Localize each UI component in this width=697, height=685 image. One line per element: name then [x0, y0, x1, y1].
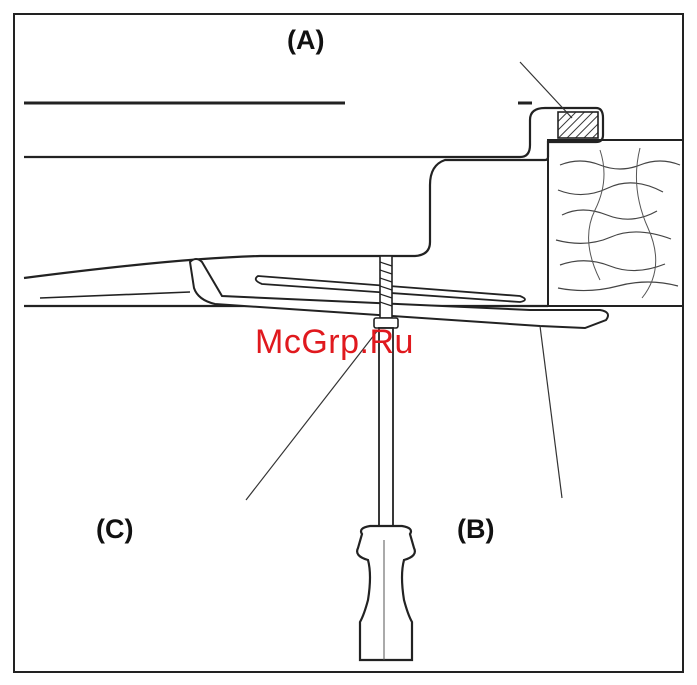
seal-gasket [558, 112, 598, 138]
callout-label-a: (A) [287, 27, 324, 54]
worktop [548, 140, 683, 306]
callout-label-b: (B) [457, 516, 494, 543]
callout-label-c: (C) [96, 516, 133, 543]
leader-line-a [520, 62, 572, 118]
screwdriver [357, 328, 415, 660]
leader-line-b [540, 326, 562, 498]
watermark: McGrp.Ru [255, 325, 414, 359]
hob-body [24, 108, 603, 278]
